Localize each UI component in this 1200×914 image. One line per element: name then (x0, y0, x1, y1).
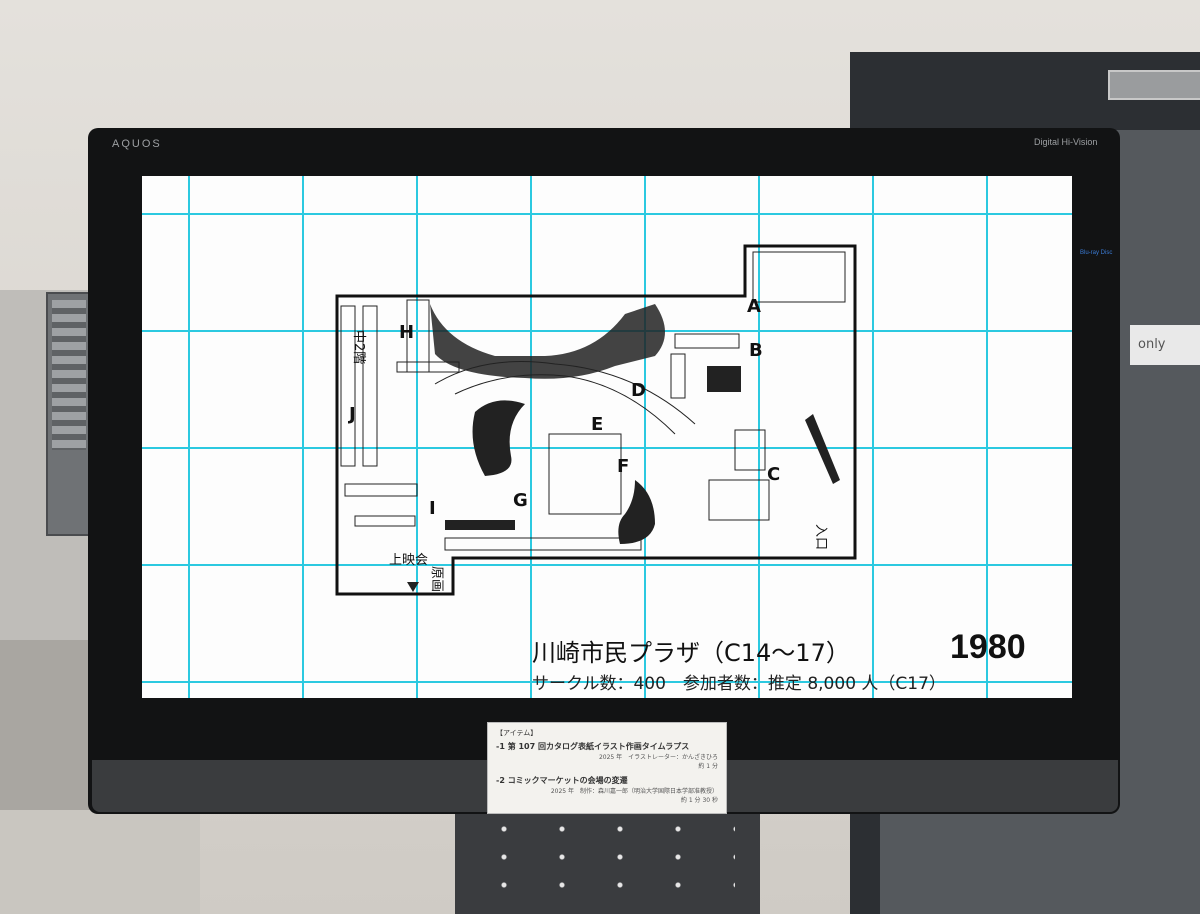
door-closer (1108, 70, 1200, 100)
door-sign: only (1130, 325, 1200, 365)
panel-buttons (52, 300, 86, 450)
map-label-entrance: 入口 (813, 524, 828, 550)
map-label-a: A (747, 296, 761, 317)
map-inner-wall-2 (618, 480, 655, 544)
map-booths-b2 (670, 353, 686, 399)
caption-item-duration: 約 1 分 30 秒 (680, 797, 718, 804)
map-booths-row-i2 (354, 515, 416, 527)
map-outline (335, 244, 857, 596)
stand-holes (475, 815, 735, 910)
map-label-screening: 上映会 (389, 553, 428, 568)
caption-item-number: -2 (496, 776, 505, 785)
map-booths-left (340, 305, 356, 467)
caption-card: 【アイテム】 -1 第 107 回カタログ表紙イラスト作画タイムラプス 2025… (487, 722, 727, 814)
map-label-mezzanine: 中2階 (351, 330, 366, 364)
venue-stats: サークル数：400 参加者数：推定 8,000 人（C17） (532, 674, 946, 694)
map-booths-h-row (396, 361, 460, 373)
map-label-d: D (631, 380, 646, 401)
map-label-f: F (617, 456, 629, 477)
venue-floor-map: A B C D E F G H I J 入口 上映会 原画 中2階 (335, 244, 857, 596)
map-booths-row-i (344, 483, 418, 497)
tv-badge: Digital Hi-Vision (1034, 137, 1098, 147)
map-label-original-art: 原画 (429, 566, 444, 592)
map-block-b (707, 366, 741, 392)
map-label-h: H (399, 322, 414, 343)
venue-title: 川崎市民プラザ（C14〜17） (532, 639, 850, 667)
map-label-c: C (767, 464, 780, 485)
map-booths-b (674, 333, 740, 349)
map-booths-c2 (734, 429, 766, 471)
tv-brand: AQUOS (112, 138, 162, 150)
caption-item-duration: 約 1 分 (698, 763, 718, 770)
map-booths-e (548, 433, 622, 515)
map-booths-left2 (362, 305, 378, 467)
tv-screen (142, 176, 1072, 698)
map-label-b: B (749, 340, 763, 361)
map-entrance-arrow (407, 582, 419, 592)
caption-item-number: -1 (496, 742, 505, 751)
map-hatched-wall (430, 304, 665, 379)
map-booths-topright (752, 251, 846, 303)
map-booths-bottom (444, 537, 642, 551)
map-label-e: E (591, 414, 603, 435)
caption-item-title: -1 第 107 回カタログ表紙イラスト作画タイムラプス (496, 742, 690, 751)
map-bar (445, 520, 515, 530)
map-label-g: G (513, 490, 528, 511)
caption-header: 【アイテム】 (496, 729, 538, 737)
map-inner-wall (472, 400, 525, 476)
map-corridor-inner (454, 374, 676, 435)
map-label-i: I (429, 498, 436, 519)
bluray-logo: Blu-ray Disc (1080, 250, 1113, 256)
map-corridor-d (434, 361, 696, 425)
caption-item-meta: 2025 年 制作：森川嘉一郎（明治大学国際日本学部准教授） (550, 788, 718, 795)
caption-item-title: -2 コミックマーケットの会場の変遷 (496, 776, 628, 785)
map-booths-c (708, 479, 770, 521)
desk (0, 810, 200, 914)
map-label-j: J (347, 404, 356, 425)
year-label: 1980 (950, 628, 1026, 666)
map-right-wall (805, 414, 840, 484)
caption-item-meta: 2025 年 イラストレーター：かんざきひろ (598, 754, 718, 761)
